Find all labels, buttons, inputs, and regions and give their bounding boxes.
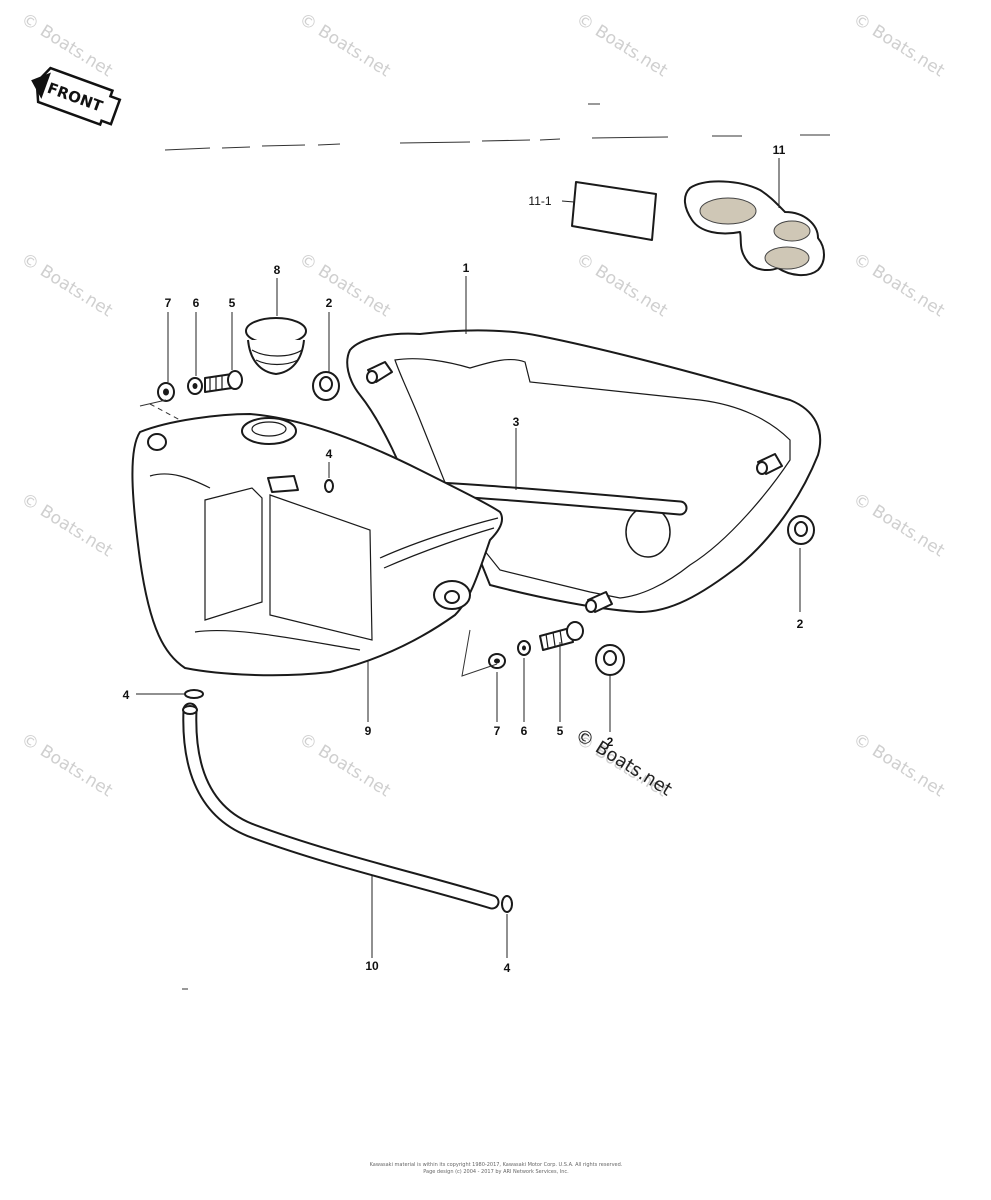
callout-10: 10 bbox=[365, 959, 379, 973]
footer-page-design: Page design (c) 2004 - 2017 by ARI Netwo… bbox=[423, 1169, 569, 1175]
watermark-text: © Boats.net bbox=[849, 249, 948, 321]
watermark-text: © Boats.net bbox=[295, 9, 394, 81]
callout-8: 8 bbox=[274, 263, 281, 277]
watermark-text: © Boats.net bbox=[849, 489, 948, 561]
callout-6: 6 bbox=[521, 724, 528, 738]
callout-4: 4 bbox=[504, 961, 511, 975]
callout-7: 7 bbox=[494, 724, 501, 738]
cover-stud bbox=[366, 361, 393, 384]
cover-stud bbox=[756, 453, 783, 475]
callout-3: 3 bbox=[513, 415, 520, 429]
filler-cap-part bbox=[245, 317, 307, 375]
reference-lines bbox=[164, 103, 830, 151]
callout-2: 2 bbox=[797, 617, 804, 631]
watermark-text: © Boats.net bbox=[17, 9, 116, 81]
watermark-text: © Boats.net bbox=[572, 9, 671, 81]
oil-tank-part bbox=[131, 413, 503, 677]
grommet-part bbox=[787, 515, 815, 545]
watermark-dark: © Boats.net bbox=[571, 724, 675, 800]
leader-lines bbox=[136, 158, 801, 958]
bolt-part bbox=[539, 621, 584, 651]
label-plate-part bbox=[571, 181, 657, 241]
watermark-text: © Boats.net bbox=[17, 489, 116, 561]
callout-5: 5 bbox=[229, 296, 236, 310]
washer-part bbox=[157, 382, 175, 402]
callout-2: 2 bbox=[326, 296, 333, 310]
grommet-part bbox=[595, 644, 625, 676]
lock-washer-part bbox=[517, 640, 531, 656]
lock-washer-part bbox=[187, 377, 203, 395]
gasket-part bbox=[684, 180, 825, 276]
cover-stud bbox=[585, 591, 613, 613]
callout-7: 7 bbox=[165, 296, 172, 310]
callout-11: 11 bbox=[773, 143, 786, 157]
callout-1: 1 bbox=[463, 261, 470, 275]
watermark-text: © Boats.net bbox=[17, 729, 116, 801]
clamp-part bbox=[184, 689, 204, 699]
watermark-text: © Boats.net bbox=[17, 249, 116, 321]
callout-11-1: 11-1 bbox=[528, 194, 551, 208]
assembly-guides bbox=[139, 399, 498, 677]
bolt-part bbox=[204, 370, 243, 393]
callout-9: 9 bbox=[365, 724, 372, 738]
callout-4: 4 bbox=[326, 447, 333, 461]
callout-2: 2 bbox=[607, 735, 614, 749]
drain-hose-part bbox=[182, 702, 500, 910]
washer-part bbox=[488, 653, 506, 669]
watermark-text: © Boats.net bbox=[295, 249, 394, 321]
watermark-text: © Boats.net bbox=[849, 9, 948, 81]
watermark-text: © Boats.net bbox=[572, 249, 671, 321]
callout-6: 6 bbox=[193, 296, 200, 310]
footer-copyright: Kawasaki material is within its copyrigh… bbox=[370, 1162, 623, 1168]
watermark-text: © Boats.net bbox=[295, 729, 394, 801]
grommet-part bbox=[312, 371, 340, 401]
callout-labels: 7 6 5 8 2 1 3 4 2 4 9 7 6 5 2 10 4 11 11… bbox=[123, 143, 804, 975]
clamp-part bbox=[501, 895, 513, 913]
watermark-text: © Boats.net bbox=[849, 729, 948, 801]
callout-4: 4 bbox=[123, 688, 130, 702]
callout-5: 5 bbox=[557, 724, 564, 738]
clamp-part bbox=[324, 479, 334, 493]
